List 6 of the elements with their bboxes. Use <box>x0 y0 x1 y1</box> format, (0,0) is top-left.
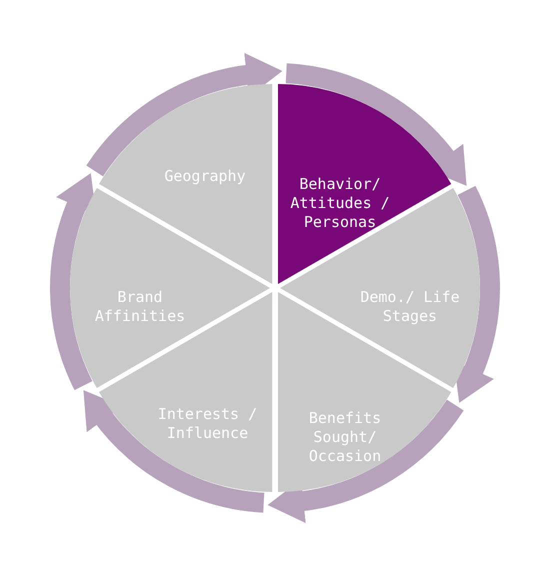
pie-segment <box>278 84 451 284</box>
pie-segment <box>99 84 272 284</box>
segment-label: Behavior/ Attitudes / Personas <box>289 175 391 232</box>
cycle-arrow <box>82 391 265 513</box>
pie-segment <box>70 188 270 388</box>
cycle-arrow <box>285 63 468 185</box>
